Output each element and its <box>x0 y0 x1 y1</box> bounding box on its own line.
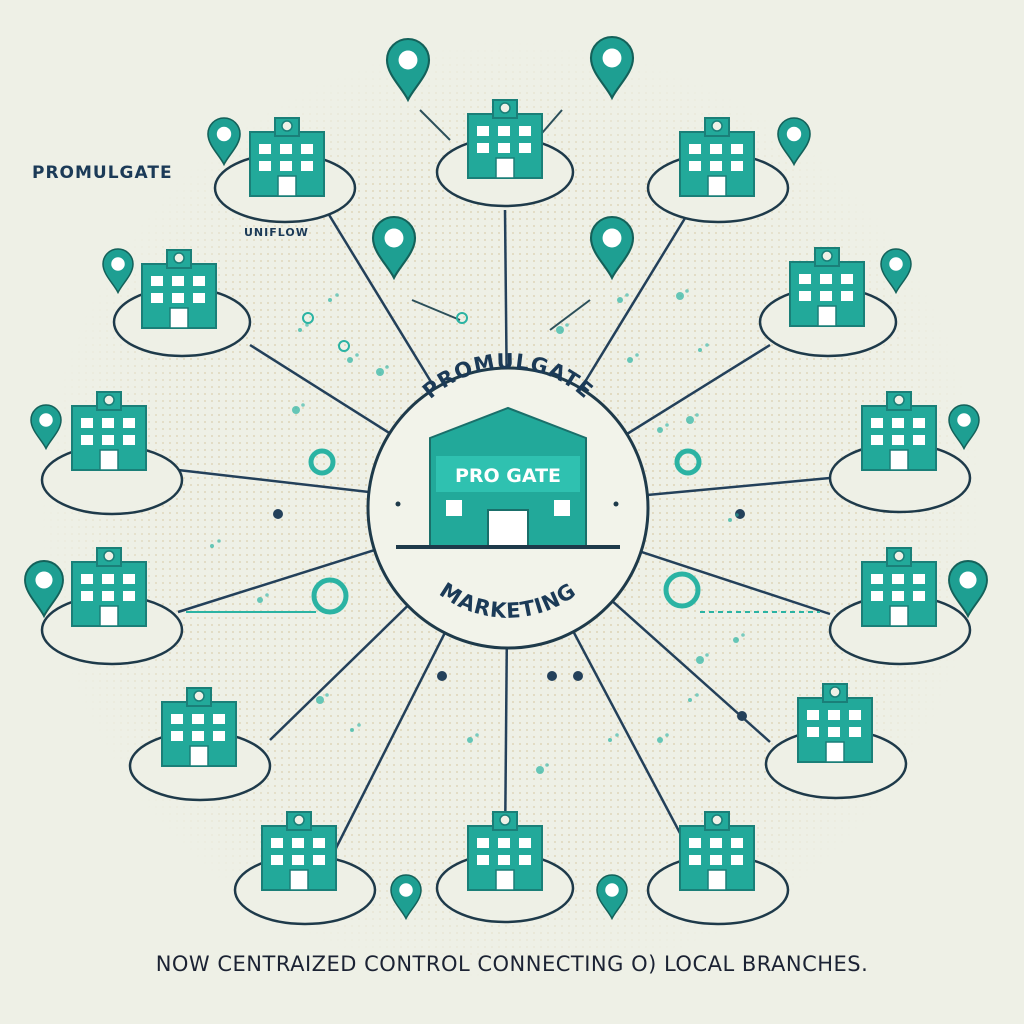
map-pin-icon <box>589 35 635 101</box>
connector-dot <box>547 671 557 681</box>
branch-building-icon <box>233 811 377 926</box>
map-pin-icon <box>589 215 635 281</box>
map-pin-icon <box>102 248 134 295</box>
branch-building-icon <box>128 687 272 802</box>
branch-building-icon <box>435 811 575 924</box>
central-hub: PROMULGATE MARKETING PRO GATE <box>366 349 650 650</box>
branch-nodes <box>40 99 972 926</box>
branch-building-icon <box>646 811 790 926</box>
small-tag-label: UNIFLOW <box>244 226 309 239</box>
scattered-markers <box>186 109 820 774</box>
branch-building-icon <box>435 99 575 208</box>
node-ring <box>308 448 336 476</box>
diagram-caption: NOW CENTRAIZED CONTROL CONNECTING O) LOC… <box>155 952 869 976</box>
map-pin-icon <box>596 874 628 921</box>
map-pin-icon <box>880 248 912 295</box>
branch-building-icon <box>40 391 184 516</box>
branch-building-icon <box>764 683 908 800</box>
top-left-label: PROMULGATE <box>32 163 173 183</box>
branch-building-icon <box>112 249 252 358</box>
branch-building-icon <box>40 547 184 666</box>
connector-dot <box>573 671 583 681</box>
connector-dot <box>737 711 747 721</box>
branch-building-icon <box>758 247 898 358</box>
headquarters-building-icon: PRO GATE <box>396 406 620 549</box>
node-ring <box>311 577 349 615</box>
map-pin-icon <box>24 560 64 619</box>
connector-dot <box>437 671 447 681</box>
connector-dot <box>273 509 283 519</box>
map-pin-icon <box>385 37 431 103</box>
node-ring <box>663 571 701 609</box>
branch-building-icon <box>828 547 972 666</box>
map-pin-icon <box>207 117 241 167</box>
map-pin-icon <box>777 117 811 167</box>
map-pin-icon <box>390 874 422 921</box>
map-pin-icon <box>948 560 988 619</box>
node-ring <box>674 448 702 476</box>
map-pin-icon <box>30 404 62 451</box>
map-pins <box>24 35 988 921</box>
map-pin-icon <box>948 404 980 451</box>
branch-building-icon <box>213 117 357 224</box>
map-pin-icon <box>371 215 417 281</box>
hub-sign-label: PRO GATE <box>455 465 561 487</box>
branch-building-icon <box>646 117 790 224</box>
branch-building-icon <box>828 391 972 514</box>
